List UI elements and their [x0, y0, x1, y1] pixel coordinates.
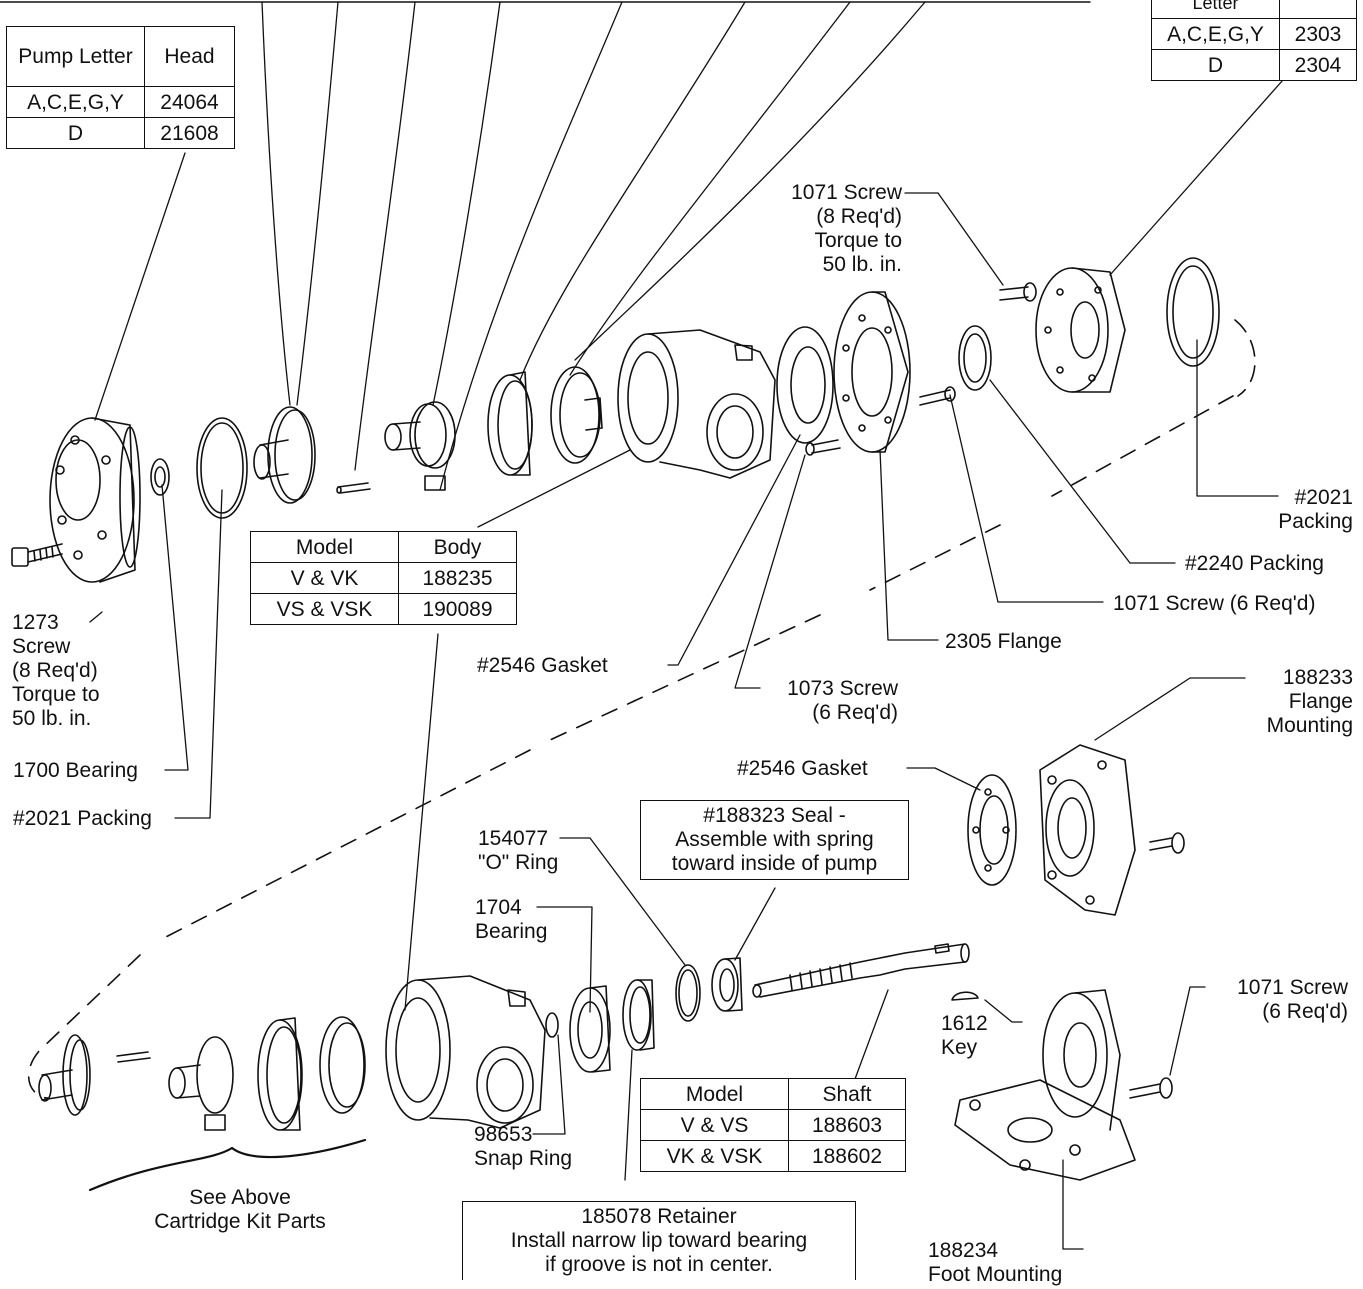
- bearing-1704-part: [569, 985, 611, 1073]
- bearing-1704-label: 1704 Bearing: [475, 896, 548, 943]
- body-table: Model Body V & VK 188235 VS & VSK 190089: [250, 531, 517, 625]
- cartridge-kit-label: See Above Cartridge Kit Parts: [154, 1186, 326, 1233]
- head-table-cell: 24064: [144, 86, 235, 118]
- flange-mounting-label: 188233 Flange Mounting: [1266, 666, 1353, 737]
- rotor-bottom: [168, 1036, 234, 1114]
- cartridge-brace: [88, 1138, 367, 1192]
- retainer-part: [622, 979, 655, 1051]
- shaft-table-cell: 188603: [788, 1109, 906, 1141]
- body-table-cell: 190089: [398, 593, 517, 625]
- body-table-cell: V & VK: [250, 562, 399, 594]
- snap-ring-part: [545, 1012, 559, 1038]
- cover-table-header-letter: Letter: [1151, 0, 1280, 19]
- cover-table-cell: 2303: [1279, 18, 1357, 50]
- flange-2305-part: [833, 291, 911, 453]
- foot-mounting-label: 188234 Foot Mounting: [928, 1239, 1063, 1286]
- cover-table-cell: A,C,E,G,Y: [1151, 18, 1280, 50]
- casing-ring-bottom: [257, 1017, 303, 1131]
- screw-1273-label: 1273 Screw (8 Req'd) Torque to 50 lb. in…: [12, 611, 100, 730]
- pin-bottom: [116, 1051, 151, 1063]
- shaft-part: [752, 943, 970, 998]
- shaft-table: Model Shaft V & VS 188603 VK & VSK 18860…: [640, 1078, 906, 1172]
- cartridge-plate-bottom: [38, 1034, 91, 1116]
- cover-plate-top: [550, 366, 603, 464]
- screw-1071-bottom-lower: [1129, 1077, 1173, 1099]
- body-table-header-model: Model: [250, 531, 399, 563]
- head-table-header-head: Head: [144, 26, 235, 87]
- packing-2021-right-label: #2021 Packing: [1278, 486, 1353, 533]
- screw-1073-label: 1073 Screw (6 Req'd): [787, 677, 898, 724]
- screw-1071-bottom-label: 1071 Screw (6 Req'd): [1237, 976, 1348, 1023]
- dashed-assembly-line: [27, 395, 1234, 1099]
- shaft-table-cell: 188602: [788, 1140, 906, 1172]
- seal-note: #188323 Seal - Assemble with spring towa…: [640, 800, 909, 880]
- body-top-part: [617, 329, 776, 479]
- head-table-header-pump-letter: Pump Letter: [6, 26, 145, 87]
- key-1612-part: [951, 991, 979, 1001]
- screw-1073-part: [805, 439, 841, 456]
- packing-2240-part: [958, 325, 992, 391]
- head-table-cell: D: [6, 117, 145, 149]
- flange-mounting-part: [1039, 744, 1136, 916]
- body-table-cell: VS & VSK: [250, 593, 399, 625]
- gasket-2546-top-label: #2546 Gasket: [477, 654, 608, 677]
- seal-part: [711, 957, 743, 1012]
- screw-1273-part: [11, 543, 63, 567]
- screw-1071-6-part: [919, 386, 956, 406]
- key-1612-label: 1612 Key: [941, 1012, 988, 1059]
- packing-2021-left-part: [196, 417, 248, 519]
- body-table-header-body: Body: [398, 531, 517, 563]
- head-table-cell: 21608: [144, 117, 235, 149]
- foot-mounting-part: [954, 989, 1136, 1181]
- bearing-1700-part: [150, 458, 170, 496]
- packing-2021-right-part: [1166, 257, 1220, 367]
- flange-2305-label: 2305 Flange: [945, 630, 1062, 653]
- shaft-table-header-model: Model: [640, 1078, 789, 1110]
- gasket-2546-bottom-part: [967, 774, 1017, 886]
- key-block-bottom: [204, 1114, 226, 1131]
- bearing-1700-label: 1700 Bearing: [13, 759, 138, 782]
- packing-2240-label: #2240 Packing: [1185, 552, 1324, 575]
- shaft-table-header-shaft: Shaft: [788, 1078, 906, 1110]
- dashed-packing-line: [1234, 319, 1256, 397]
- gasket-2546-bottom-label: #2546 Gasket: [737, 757, 868, 780]
- body-table-cell: 188235: [398, 562, 517, 594]
- gasket-2546-top-part: [776, 326, 834, 444]
- casing-ring-top: [487, 371, 533, 476]
- retainer-note: 185078 Retainer Install narrow lip towar…: [462, 1201, 856, 1280]
- cover-table-cell: D: [1151, 49, 1280, 81]
- snap-ring-label: 98653 Snap Ring: [474, 1123, 573, 1170]
- key-block-top: [424, 475, 446, 491]
- cover-table-cell: 2304: [1279, 49, 1357, 81]
- head-table: Pump Letter Head A,C,E,G,Y 24064 D 21608: [6, 26, 235, 149]
- screw-1071-bottom-upper: [1149, 832, 1185, 854]
- cover-top-part: [1035, 267, 1126, 393]
- shaft-table-cell: VK & VSK: [640, 1140, 789, 1172]
- cover-table-header-blank: [1279, 0, 1357, 19]
- body-bottom-part: [385, 975, 546, 1129]
- cartridge-plate-top: [253, 406, 316, 504]
- o-ring-part: [675, 964, 701, 1022]
- leader-lines: [89, 79, 1284, 1250]
- cover-table: Letter A,C,E,G,Y 2303 D 2304: [1151, 0, 1357, 81]
- top-leader-lines: [261, 1, 926, 491]
- screw-1071-top-part: [999, 282, 1037, 302]
- shaft-table-cell: V & VS: [640, 1109, 789, 1141]
- pin-top: [336, 482, 371, 494]
- o-ring-label: 154077 "O" Ring: [478, 827, 559, 874]
- screw-1071-6-label: 1071 Screw (6 Req'd): [1113, 592, 1316, 615]
- rotor-top: [384, 401, 456, 469]
- cover-plate-bottom: [319, 1016, 366, 1114]
- head-part: [49, 417, 141, 583]
- screw-1071-top-label: 1071 Screw (8 Req'd) Torque to 50 lb. in…: [791, 181, 902, 276]
- head-table-cell: A,C,E,G,Y: [6, 86, 145, 118]
- packing-2021-left-label: #2021 Packing: [13, 807, 152, 830]
